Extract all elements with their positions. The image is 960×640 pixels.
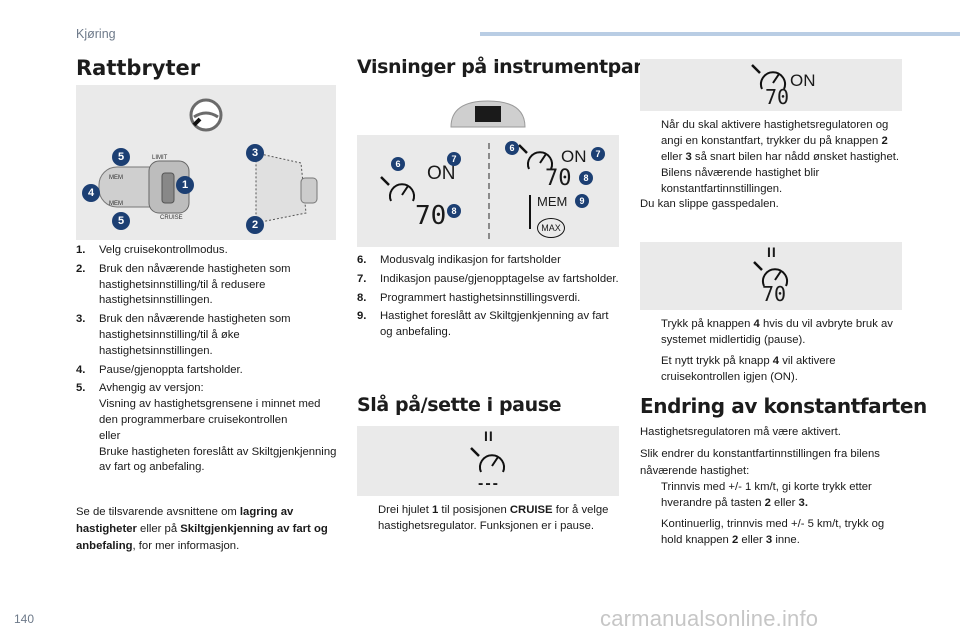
list-item: Trinnvis med +/- 1 km/t, gi korte trykk … — [640, 479, 902, 511]
endring-intro2: Slik endrer du konstantfartinnstillingen… — [640, 448, 880, 477]
bullet-marker — [640, 516, 661, 548]
badge-5-top: 5 — [112, 148, 130, 166]
left-status: ON — [427, 163, 456, 184]
bullet-marker — [640, 479, 661, 511]
bullet-marker — [357, 502, 378, 534]
pause-icon: II — [484, 428, 494, 444]
rattbryter-list: 1.Velg cruisekontrollmodus. 2.Bruk den n… — [76, 243, 338, 479]
list-item: 1.Velg cruisekontrollmodus. — [76, 244, 228, 256]
speedometer-icon — [518, 144, 553, 170]
sla-list: Drei hjulet 1 til posisjonen CRUISE for … — [357, 502, 619, 539]
speedometer-icon — [753, 261, 788, 287]
list-item: 8.Programmert hastighetsinnstillingsverd… — [357, 291, 581, 304]
visninger-title: Visninger på instrumentpanelet — [357, 56, 687, 78]
speed-dashes: --- — [478, 475, 500, 492]
section-label: Kjøring — [76, 27, 116, 41]
speedometer-icon — [470, 447, 505, 473]
max-circle: MAX — [537, 218, 565, 238]
list-item: Når du skal aktivere hastighetsregulator… — [640, 117, 902, 197]
cruise-label: CRUISE — [160, 215, 183, 221]
list-item: Et nytt trykk på knapp 4 vil aktivere cr… — [640, 353, 902, 385]
right-speed: 70 — [545, 166, 572, 191]
mem-label-lower: MEM — [109, 201, 123, 207]
on-speed: 70 — [765, 85, 790, 109]
mem-arrow — [529, 195, 531, 229]
pause-display-panel: II --- — [357, 426, 619, 496]
badge-1: 1 — [176, 176, 194, 194]
stalk-side-icon — [255, 152, 318, 224]
list-item: Drei hjulet 1 til posisjonen CRUISE for … — [357, 502, 619, 534]
bullet-marker — [640, 353, 661, 385]
badge-9-right: 9 — [575, 194, 589, 208]
list-item: 9.Hastighet foreslått av Skiltgjenkjenni… — [357, 310, 609, 339]
list-item: Trykk på knappen 4 hvis du vil avbryte b… — [640, 316, 902, 348]
on-status: ON — [790, 71, 816, 90]
badge-7-right: 7 — [591, 147, 605, 161]
list-item: 2.Bruk den nåværende hastigheten som has… — [76, 262, 291, 307]
header-bar — [480, 32, 960, 36]
left-speed: 70 — [415, 201, 447, 231]
badge-8: 8 — [447, 204, 461, 218]
mem-label: MEM — [537, 194, 568, 209]
steering-wheel-icon — [189, 98, 223, 132]
limit-label: LIMIT — [152, 155, 168, 161]
steering-switch-diagram: MEM MEM CRUISE LIMIT 5 4 5 1 3 2 — [76, 85, 336, 240]
cluster-icon — [450, 100, 526, 128]
endring-intro: Hastighetsregulatoren må være aktivert. — [640, 426, 841, 438]
rattbryter-note: Se de tilsvarende avsnittene om lagring … — [76, 506, 328, 552]
mem-label: MEM — [109, 175, 123, 181]
display-divider — [488, 143, 490, 239]
badge-7: 7 — [447, 152, 461, 166]
bullet-marker — [640, 117, 661, 197]
list-item: 3.Bruk den nåværende hastigheten som has… — [76, 313, 291, 357]
watermark: carmanualsonline.info — [600, 606, 819, 631]
badge-6-right: 6 — [505, 141, 519, 155]
sla-title: Slå på/sette i pause — [357, 394, 562, 416]
on-display-panel: ON 70 — [640, 59, 902, 111]
list-item: Kontinuerlig, trinnvis med +/- 5 km/t, t… — [640, 516, 902, 548]
badge-5-bottom: 5 — [112, 212, 130, 230]
endring-title: Endring av konstantfarten — [640, 394, 927, 418]
pause-speed: 70 — [762, 282, 787, 306]
badge-2: 2 — [246, 216, 264, 234]
pause-speed-panel: II 70 — [640, 242, 902, 310]
list-item: 6.Modusvalg indikasjon for fartsholder — [357, 254, 561, 266]
list-item: 7.Indikasjon pause/gjenopptagelse av far… — [357, 272, 619, 285]
badge-4: 4 — [82, 184, 100, 202]
list-item: 5.Avhengig av versjon: Visning av hastig… — [76, 382, 337, 474]
badge-8-right: 8 — [579, 171, 593, 185]
rattbryter-title: Rattbryter — [76, 56, 201, 80]
endring-list: Trinnvis med +/- 1 km/t, gi korte trykk … — [640, 479, 902, 553]
badge-6: 6 — [391, 157, 405, 171]
visninger-list: 6.Modusvalg indikasjon for fartsholder 7… — [357, 253, 619, 344]
release-pedal-text: Du kan slippe gasspedalen. — [640, 198, 779, 210]
speedometer-icon — [380, 176, 415, 202]
cluster-display-panel: ON 70 6 7 8 ON 70 MEM MAX 6 7 8 9 — [357, 135, 619, 247]
activation-list: Når du skal aktivere hastighetsregulator… — [640, 117, 902, 202]
list-item: 4.Pause/gjenoppta fartsholder. — [76, 363, 243, 376]
speedometer-icon — [751, 64, 786, 90]
right-status: ON — [561, 147, 587, 166]
pause-list: Trykk på knappen 4 hvis du vil avbryte b… — [640, 316, 902, 390]
bullet-marker — [640, 316, 661, 348]
badge-3: 3 — [246, 144, 264, 162]
page-number: 140 — [14, 612, 35, 626]
pause-icon: II — [767, 244, 777, 260]
